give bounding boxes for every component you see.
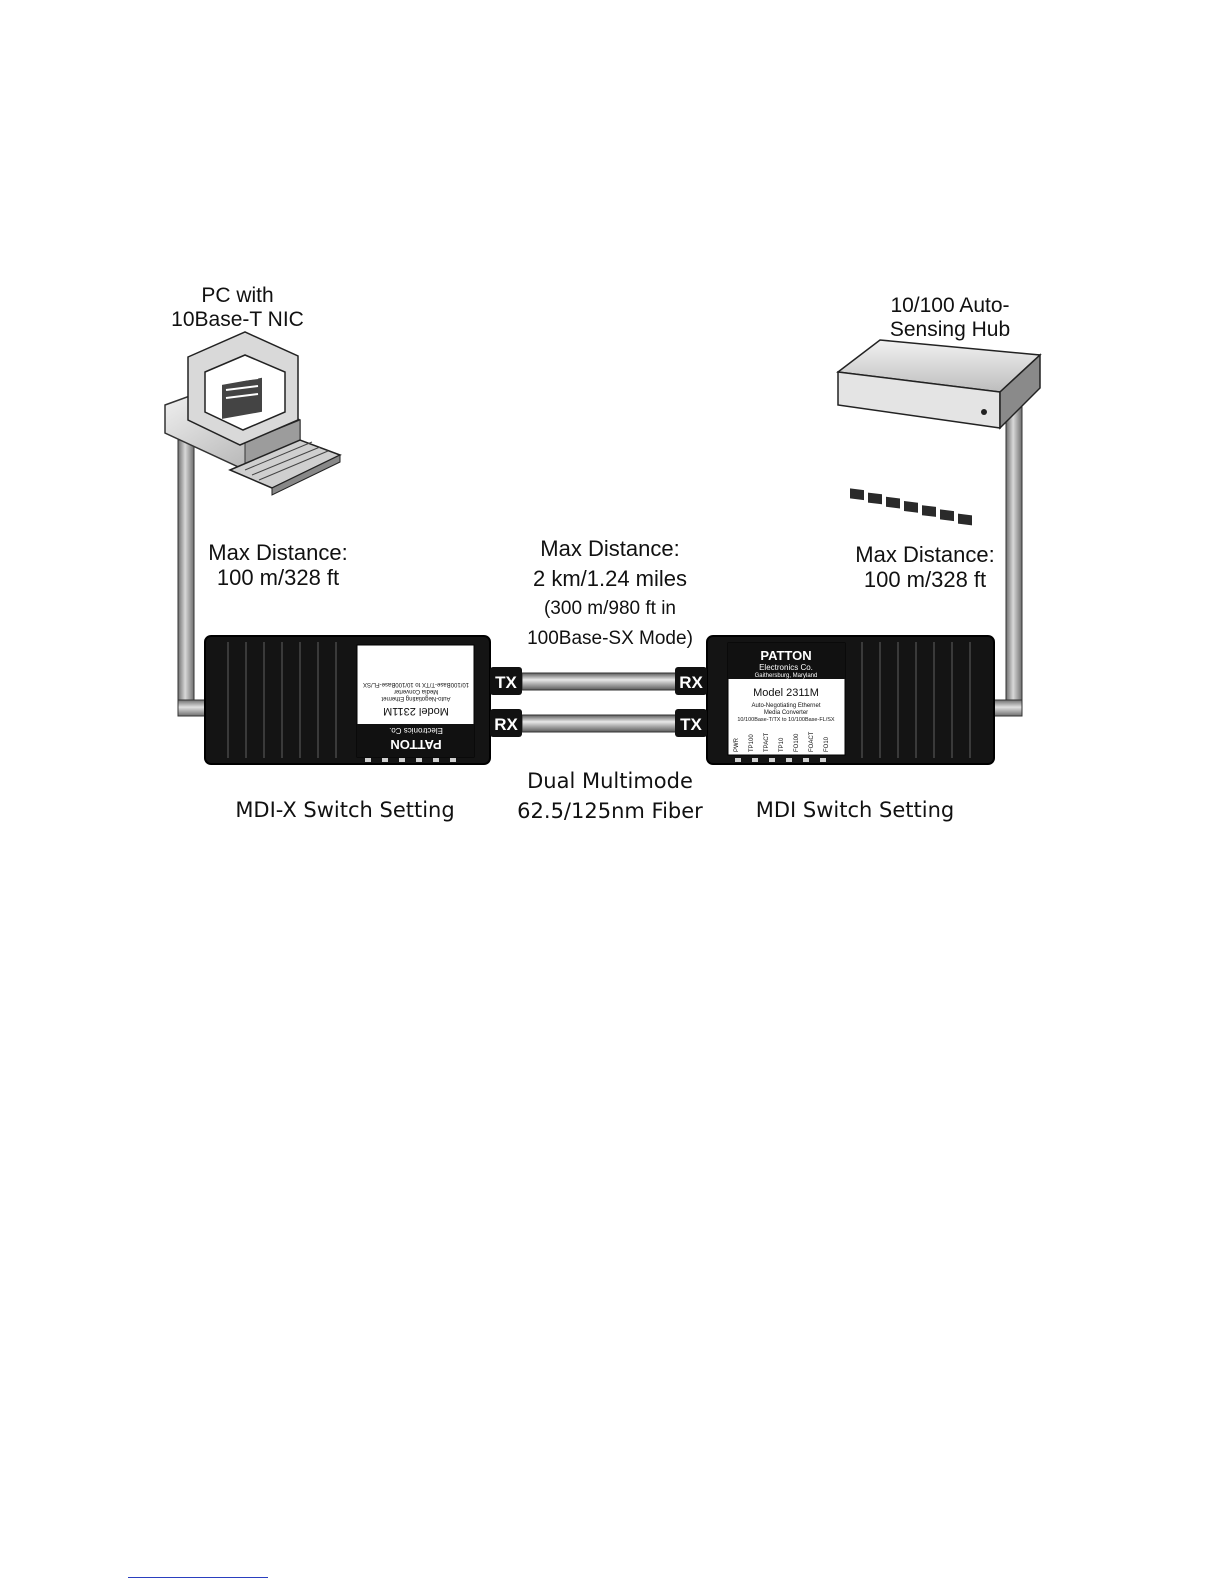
right-brand-sub: Electronics Co. [759,663,813,672]
svg-text:FOACT: FOACT [809,731,815,752]
left-desc3: 10/100Base-T/TX to 10/100Base-FL/SX [363,681,469,687]
svg-text:FO100: FO100 [794,733,800,752]
left-rx-port: RX [490,709,522,737]
right-converter-label: PATTON Electronics Co. Gaithersburg, Mar… [727,642,846,756]
left-brand-sub: Electronics Co. [389,726,443,735]
svg-text:RX: RX [494,715,518,734]
right-brand: PATTON [760,648,811,663]
hub-icon [836,339,1042,526]
right-led-labels: PWR TP100 TPACT TP10 FO100 FOACT FO10 [734,731,830,752]
pc-icon [164,331,342,496]
right-distance-label: Max Distance:100 m/328 ft [855,542,995,593]
svg-text:TP100: TP100 [749,734,755,752]
left-tx-port: TX [490,667,522,695]
fiber-cables [521,672,679,733]
right-switch-setting: MDI Switch Setting [755,798,955,822]
right-model: Model 2311M [753,687,819,699]
left-media-converter: PATTON Electronics Co. Model 2311M Auto-… [204,635,522,765]
right-desc2: Media Converter [764,710,808,716]
svg-text:TPACT: TPACT [764,732,770,752]
left-desc1: Auto-Negotiating Ethernet [381,695,450,701]
right-desc3: 10/100Base-T/TX to 10/100Base-FL/SX [737,717,835,723]
svg-text:FO10: FO10 [824,736,830,752]
right-rx-port: RX [675,667,707,695]
left-desc2: Media Converter [394,688,438,694]
left-model: Model 2311M [383,705,449,717]
right-media-converter: PATTON Electronics Co. Gaithersburg, Mar… [675,635,995,765]
right-location: Gaithersburg, Maryland [755,673,818,679]
left-switch-setting: MDI-X Switch Setting [235,798,455,822]
footer-rule [128,1577,268,1578]
left-converter-label: PATTON Electronics Co. Model 2311M Auto-… [356,644,475,758]
right-desc1: Auto-Negotiating Ethernet [751,703,820,709]
svg-text:TX: TX [495,673,517,692]
right-tx-port: TX [675,709,707,737]
left-distance-label: Max Distance:100 m/328 ft [208,540,348,591]
svg-text:TX: TX [680,715,702,734]
left-brand: PATTON [390,737,441,752]
svg-text:TP10: TP10 [779,737,785,752]
fiber-distance-label: Max Distance: 2 km/1.24 miles (300 m/980… [527,536,693,649]
svg-text:RX: RX [679,673,703,692]
hub-label: 10/100 Auto-Sensing Hub [889,294,1011,342]
svg-text:PWR: PWR [734,737,740,752]
